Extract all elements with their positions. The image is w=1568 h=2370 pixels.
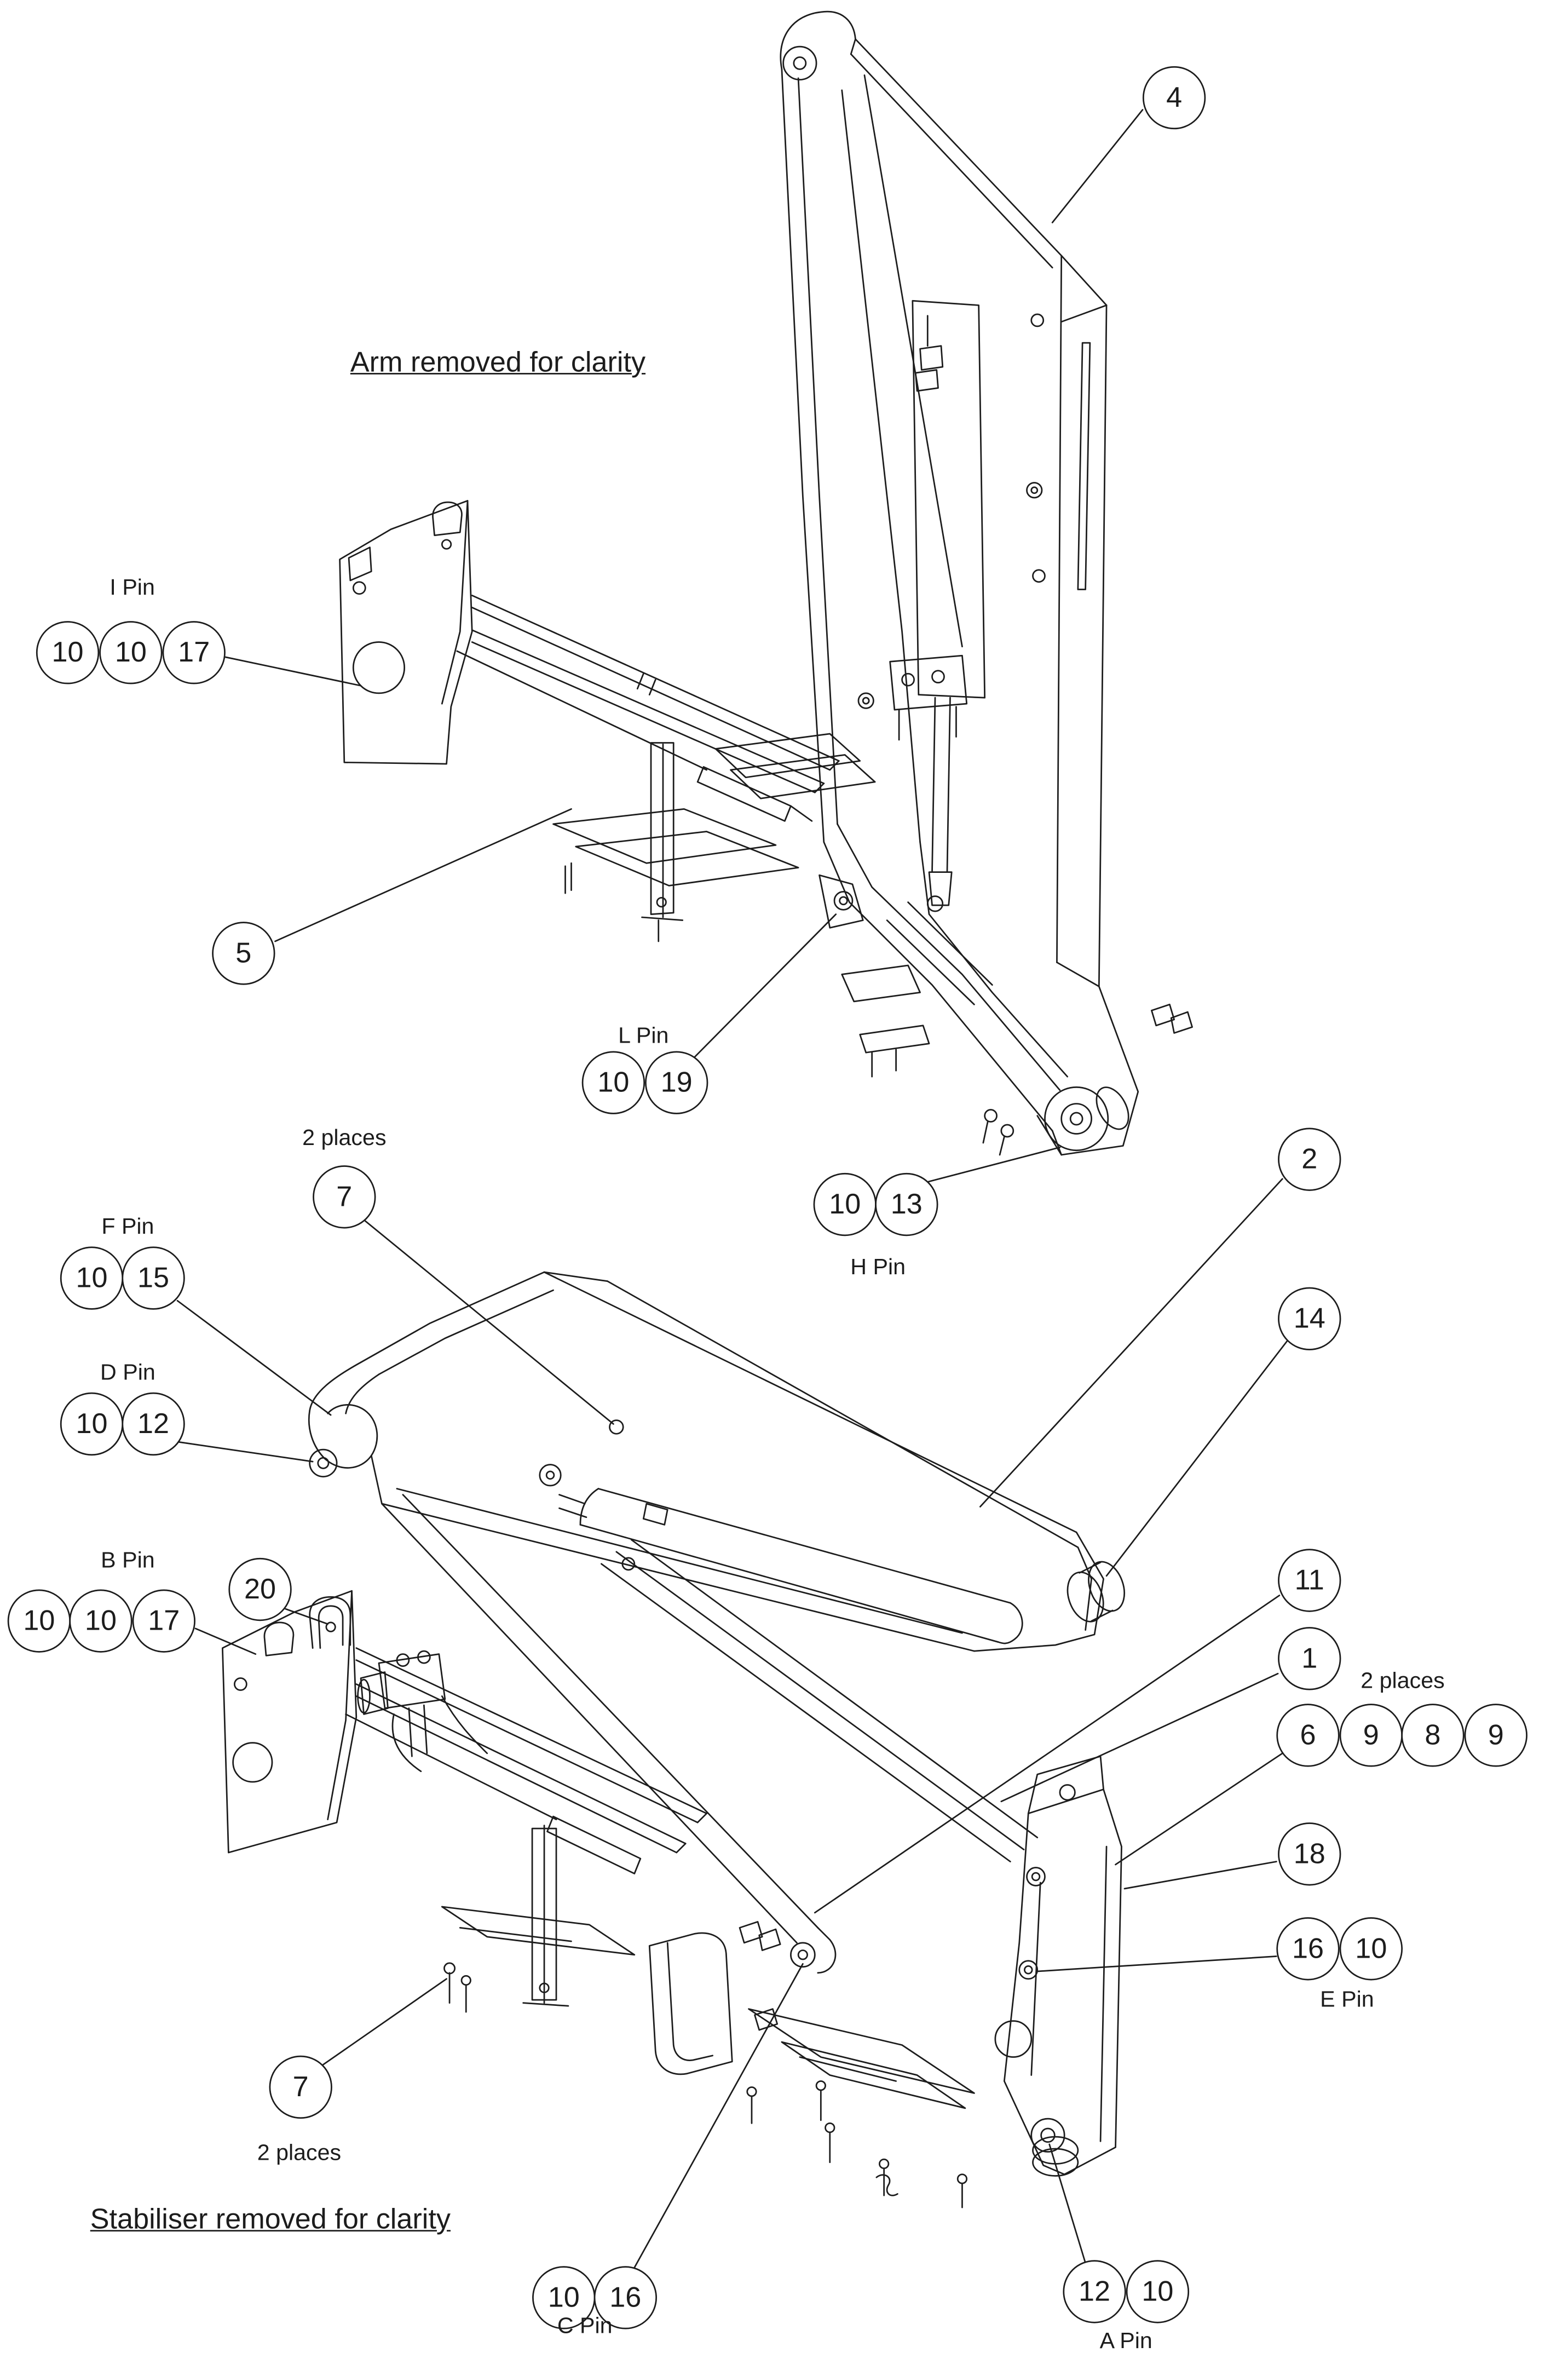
callout-balloon-10: 10: [1339, 1917, 1403, 1981]
leader-line: [1105, 1341, 1288, 1577]
pin-label-f-pin: F Pin: [101, 1214, 154, 1240]
pin-label-c-pin: C Pin: [557, 2313, 613, 2339]
leader-line: [224, 656, 362, 687]
callout-balloon-19: 19: [645, 1051, 708, 1114]
leader-line: [979, 1178, 1283, 1508]
note-stabiliser-removed: Stabiliser removed for clarity: [90, 2204, 451, 2236]
leader-line: [364, 1220, 614, 1425]
leader-line: [1051, 109, 1144, 223]
pin-label-h-pin: H Pin: [850, 1255, 906, 1281]
callout-balloon-16: 16: [1276, 1917, 1340, 1981]
callout-balloon-16: 16: [593, 2266, 658, 2329]
callout-balloon-6: 6: [1276, 1704, 1340, 1767]
leader-line: [1123, 1861, 1277, 1890]
callout-balloon-10: 10: [7, 1589, 71, 1653]
callout-balloon-12: 12: [122, 1392, 185, 1456]
callout-balloon-9: 9: [1464, 1704, 1527, 1767]
leader-line: [1036, 1955, 1277, 1972]
callout-balloon-10: 10: [60, 1246, 124, 1310]
callout-balloon-10: 10: [60, 1392, 124, 1456]
callout-balloon-8: 8: [1401, 1704, 1465, 1767]
upper-frame-assembly: [339, 500, 876, 942]
pin-label-b-pin: B Pin: [101, 1548, 155, 1574]
leader-line: [285, 1608, 329, 1625]
callout-balloon-1: 1: [1278, 1627, 1341, 1690]
leader-line: [1048, 2143, 1086, 2264]
leader-line: [178, 1441, 314, 1463]
callout-balloon-17: 17: [132, 1589, 195, 1653]
callout-balloon-11: 11: [1278, 1549, 1341, 1612]
note-arm-removed: Arm removed for clarity: [350, 347, 646, 379]
pin-label-i-pin: I Pin: [109, 575, 155, 601]
leader-line: [694, 913, 837, 1058]
pin-label-d-pin: D Pin: [100, 1360, 155, 1386]
leader-line: [1000, 1672, 1279, 1803]
callout-balloon-15: 15: [122, 1246, 185, 1310]
callout-balloon-12: 12: [1063, 2260, 1126, 2323]
callout-balloon-10: 10: [813, 1172, 877, 1236]
callout-balloon-10: 10: [1126, 2260, 1190, 2323]
callout-balloon-17: 17: [162, 621, 226, 684]
vertical-arm-assembly: [780, 10, 1193, 1156]
callout-balloon-9: 9: [1339, 1704, 1403, 1767]
callout-balloon-10: 10: [99, 621, 163, 684]
leader-lines-layer: [176, 109, 1288, 2269]
leader-line: [322, 1978, 447, 2066]
loose-parts: [648, 1921, 975, 2208]
callout-balloon-4: 4: [1142, 66, 1206, 130]
callout-balloon-10: 10: [532, 2266, 596, 2329]
places-note: 2 places: [1361, 1668, 1445, 1694]
places-note: 2 places: [257, 2140, 342, 2166]
callout-balloon-13: 13: [875, 1172, 938, 1236]
places-note: 2 places: [302, 1125, 387, 1152]
leader-line: [176, 1299, 332, 1416]
callout-balloon-20: 20: [228, 1557, 292, 1621]
pin-label-l-pin: L Pin: [618, 1023, 669, 1049]
leader-line: [814, 1595, 1281, 1914]
callout-balloon-10: 10: [69, 1589, 132, 1653]
leader-line: [274, 808, 572, 942]
callout-balloon-18: 18: [1278, 1822, 1341, 1886]
callout-balloon-10: 10: [581, 1051, 645, 1114]
lower-frame-assembly: [222, 1590, 707, 2013]
callout-balloon-5: 5: [212, 922, 275, 985]
callout-balloon-7: 7: [313, 1165, 376, 1229]
callout-balloon-2: 2: [1278, 1128, 1341, 1191]
main-boom-assembly: [308, 1271, 1125, 1974]
pin-label-a-pin: A Pin: [1099, 2328, 1152, 2354]
callout-balloon-14: 14: [1278, 1287, 1341, 1350]
leader-line: [926, 1146, 1061, 1183]
callout-balloon-7: 7: [269, 2055, 332, 2119]
mast-assembly: [994, 1755, 1122, 2177]
leader-line: [633, 1963, 804, 2269]
leader-line: [194, 1627, 257, 1655]
leader-line: [1115, 1752, 1283, 1866]
pin-label-e-pin: E Pin: [1320, 1987, 1374, 2013]
callout-balloon-10: 10: [36, 621, 100, 684]
